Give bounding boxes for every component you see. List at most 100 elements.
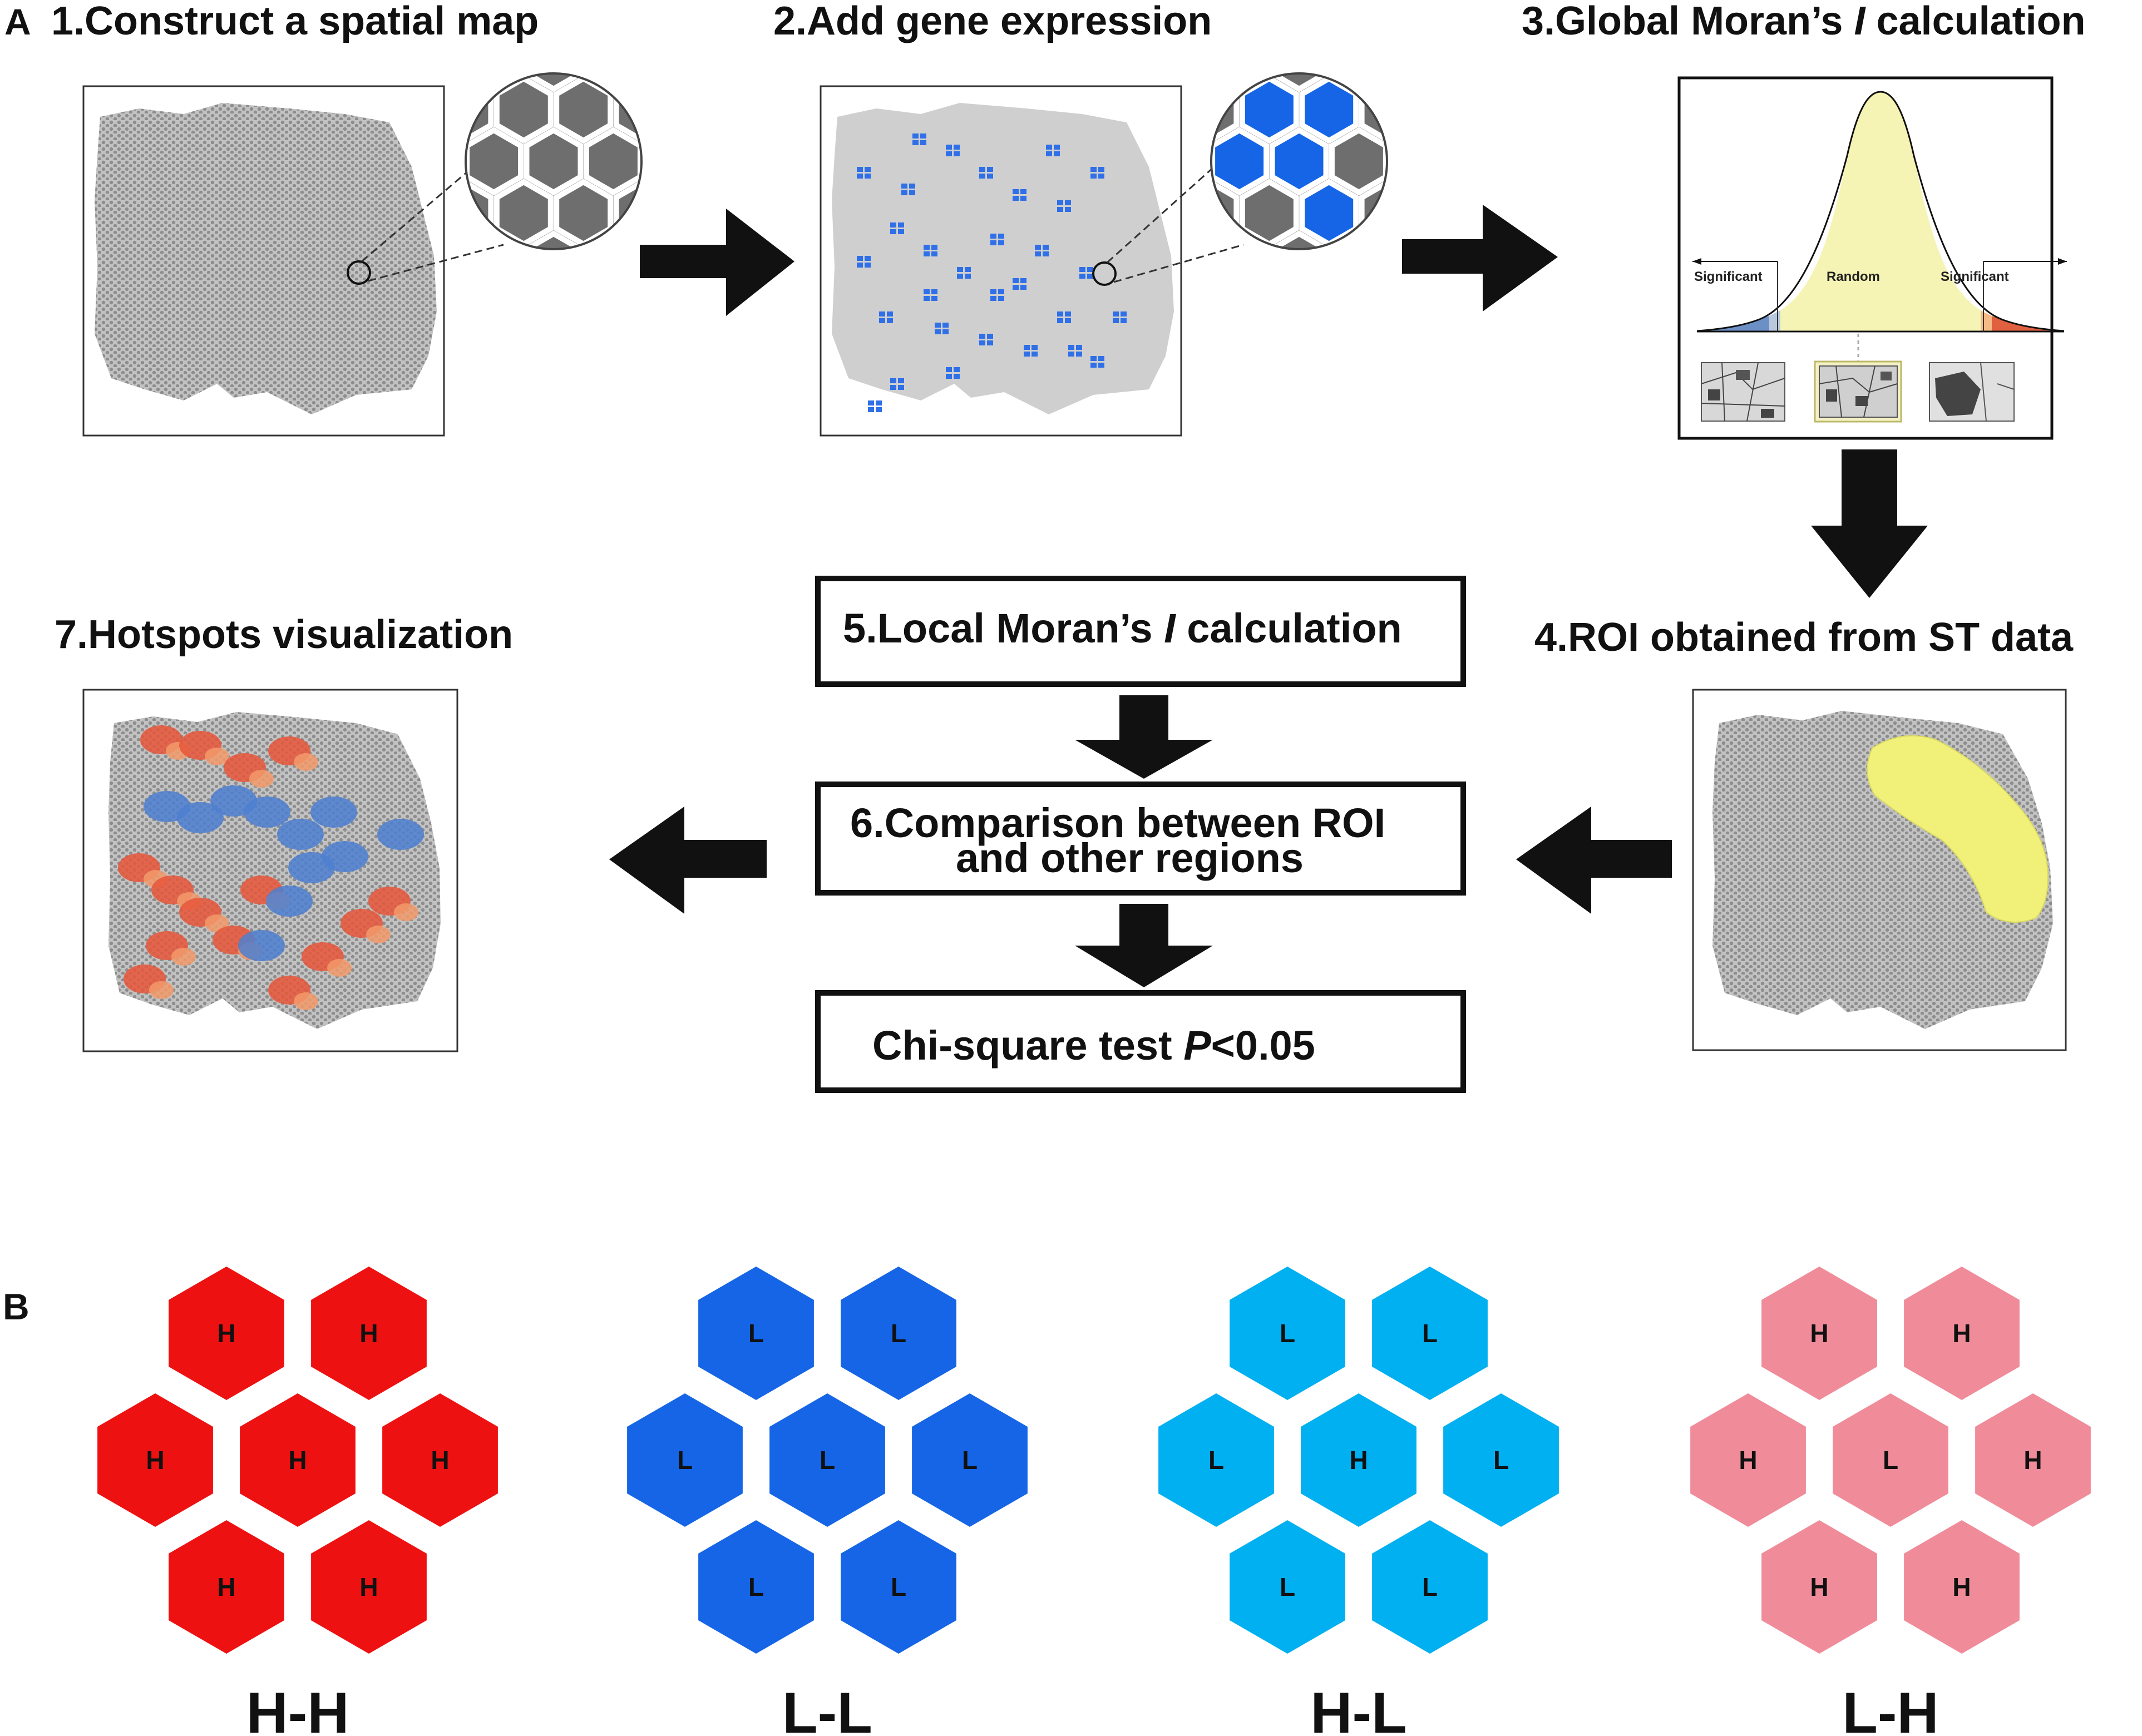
cluster-hex [698, 1267, 814, 1400]
zoom-hex [556, 285, 610, 348]
expression-spot [935, 329, 941, 334]
zoom-hex [646, 27, 700, 89]
label-significant-right: Significant [1941, 269, 2009, 284]
expression-spot [901, 190, 907, 195]
expression-spot [924, 296, 930, 301]
expression-spot [1013, 189, 1019, 194]
expression-spot [1065, 318, 1071, 323]
expression-spot [912, 140, 919, 145]
zoom-hex [1422, 78, 1475, 141]
expression-spot [1046, 145, 1052, 150]
tissue-shape-1 [95, 103, 437, 414]
expression-spot [1013, 196, 1019, 201]
expression-spot [1076, 352, 1082, 357]
expression-spot [942, 323, 949, 328]
hotspot-high-edge [249, 770, 274, 788]
hotspot-low [266, 886, 313, 917]
hotspot-high-edge [294, 992, 318, 1010]
zoom-hex [466, 230, 524, 249]
expression-spot [1098, 356, 1104, 361]
expression-spot [1054, 151, 1060, 156]
expression-spot [920, 133, 926, 139]
expression-spot [1090, 356, 1097, 361]
zoom-hex [1211, 230, 1270, 249]
zoom-hex [524, 73, 584, 92]
chi-square-text: Chi-square test P<0.05 [872, 1022, 1315, 1069]
expression-spot [924, 289, 930, 294]
zoom-hex [583, 230, 641, 249]
zoom-hex [1362, 285, 1416, 348]
cluster-hex-label: L [820, 1446, 835, 1475]
expression-spot [998, 296, 1004, 301]
expression-spot [890, 229, 896, 234]
step4-title: 4.ROI obtained from ST data [1534, 615, 2074, 660]
step5-box [815, 576, 1466, 687]
expression-spot [979, 167, 985, 172]
cluster-hex-label: L [748, 1572, 764, 1601]
expression-spot [1068, 352, 1074, 357]
cluster-hex-label: H [359, 1572, 378, 1601]
expression-spot [1090, 363, 1097, 368]
expression-spot [1076, 345, 1082, 350]
zoom-hex [1211, 73, 1270, 92]
cluster-hex [382, 1393, 498, 1527]
cluster-hex-label: H [288, 1446, 307, 1475]
zoom-hex [646, 130, 700, 192]
cluster-hex [1230, 1267, 1345, 1400]
expression-spot [890, 378, 896, 383]
expression-spot [909, 190, 915, 195]
tissue-shape-2 [832, 103, 1174, 414]
cluster-hex-label: L [891, 1319, 906, 1348]
expression-spot [912, 133, 919, 139]
cluster-hex-label: L [1208, 1446, 1224, 1475]
tail-right-red [1992, 316, 2064, 332]
cluster-hex [1833, 1393, 1948, 1527]
expression-spot [1057, 311, 1063, 316]
expression-spot [1054, 145, 1060, 150]
expression-spot [865, 174, 871, 179]
cluster-hex-label: L [891, 1572, 906, 1601]
expression-spot [987, 174, 993, 179]
cluster-hex-label: L [1422, 1319, 1438, 1348]
expression-spot [865, 263, 871, 268]
expression-spot [1046, 151, 1052, 156]
expression-spot [1065, 200, 1071, 205]
hotspots-panel [82, 689, 458, 1052]
expression-spot [876, 400, 882, 405]
zoom-hex [1242, 0, 1296, 37]
expression-spot [1098, 174, 1104, 179]
zoom-hex [676, 78, 730, 141]
gene-expression-panel [820, 0, 1535, 437]
global-moran-panel: Significant Random Significant [1677, 76, 2067, 440]
expression-spot [898, 222, 904, 227]
expression-spot [898, 385, 904, 390]
cluster-hex-label: L [1883, 1446, 1898, 1475]
hotspot-low [177, 802, 224, 833]
expression-spot [1020, 285, 1026, 290]
expression-spot [1057, 207, 1063, 212]
expression-spot [979, 174, 985, 179]
zoom-hex [1481, 78, 1535, 141]
cluster-hex [912, 1393, 1028, 1527]
curve-outline [1696, 91, 2065, 332]
expression-spot [920, 140, 926, 145]
zoom-hex [736, 78, 789, 141]
expression-spot [987, 334, 993, 339]
cluster-hex-label: H [2023, 1446, 2042, 1475]
expression-spot [909, 184, 915, 189]
expression-spot [876, 407, 882, 412]
zoom-hex [1452, 27, 1506, 89]
arrow-down-6 [1075, 904, 1213, 987]
expression-spot [1087, 267, 1093, 272]
hotspot-low [238, 930, 285, 961]
step2-title: 2.Add gene expression [773, 0, 1212, 43]
cluster-hex-label: H [1349, 1446, 1368, 1475]
cluster-hex-label: L [1280, 1319, 1295, 1348]
zoom-hex [556, 0, 610, 37]
cluster-hex [1443, 1393, 1559, 1527]
hotspot-high-edge [294, 753, 318, 771]
panel-label-b: B [3, 1286, 29, 1327]
